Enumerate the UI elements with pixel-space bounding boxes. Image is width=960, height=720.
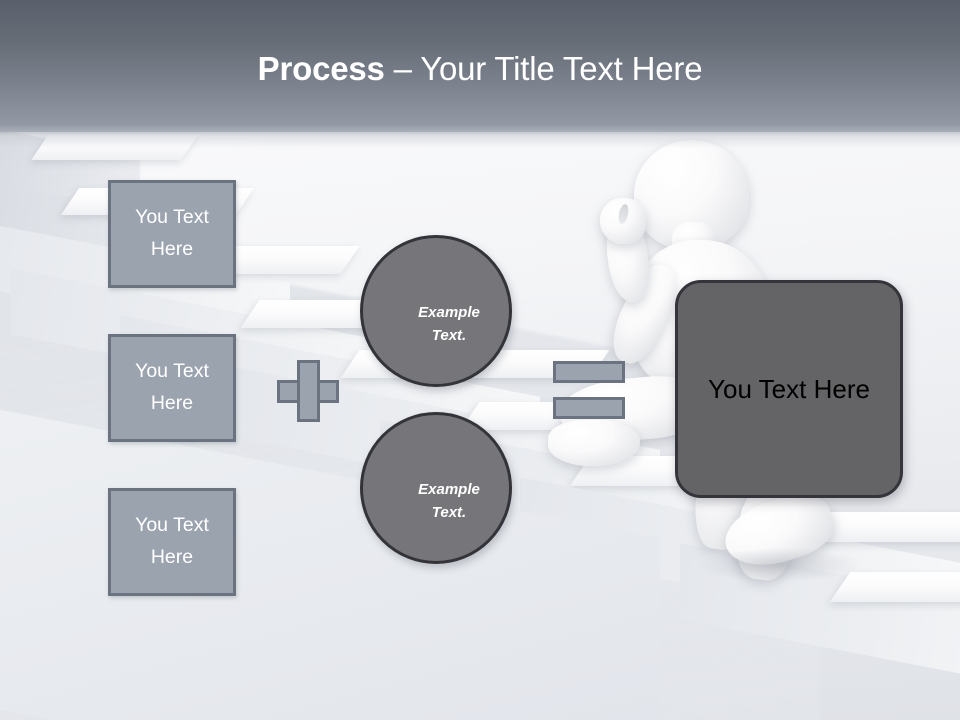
title-band [0, 0, 960, 132]
input-box-1[interactable]: You Text Here [108, 180, 236, 288]
circle-1-line1: Example [418, 303, 480, 321]
page-title: Process – Your Title Text Here [0, 50, 960, 88]
title-strong: Process [257, 50, 385, 87]
circle-2-line2: Text. [431, 504, 467, 521]
result-box-label: You Text Here [708, 373, 870, 404]
input-box-2[interactable]: You Text Here [108, 334, 236, 442]
equals-icon [553, 361, 625, 419]
plus-icon [277, 360, 339, 422]
equals-bottom-bar [553, 397, 625, 419]
title-light: Your Title Text Here [420, 50, 703, 87]
plus-center-patch [300, 383, 317, 400]
circle-2-label: Example Text. [363, 415, 515, 567]
input-box-3-label: You Text Here [135, 514, 209, 568]
title-separator: – [384, 50, 421, 87]
title-band-fade [0, 126, 960, 148]
result-box[interactable]: You Text Here [675, 280, 903, 498]
figure-rear-foot [548, 420, 640, 466]
circle-shape-2[interactable]: Example Text. [360, 412, 512, 564]
circle-1-line2: Text. [431, 327, 467, 344]
input-box-3[interactable]: You Text Here [108, 488, 236, 596]
circle-1-label: Example Text. [363, 238, 515, 390]
figure-shadow [700, 548, 860, 582]
circle-2-line1: Example [418, 480, 480, 498]
equals-top-bar [553, 361, 625, 383]
circle-shape-1[interactable]: Example Text. [360, 235, 512, 387]
input-box-1-label: You Text Here [135, 206, 209, 260]
input-box-2-label: You Text Here [135, 360, 209, 414]
